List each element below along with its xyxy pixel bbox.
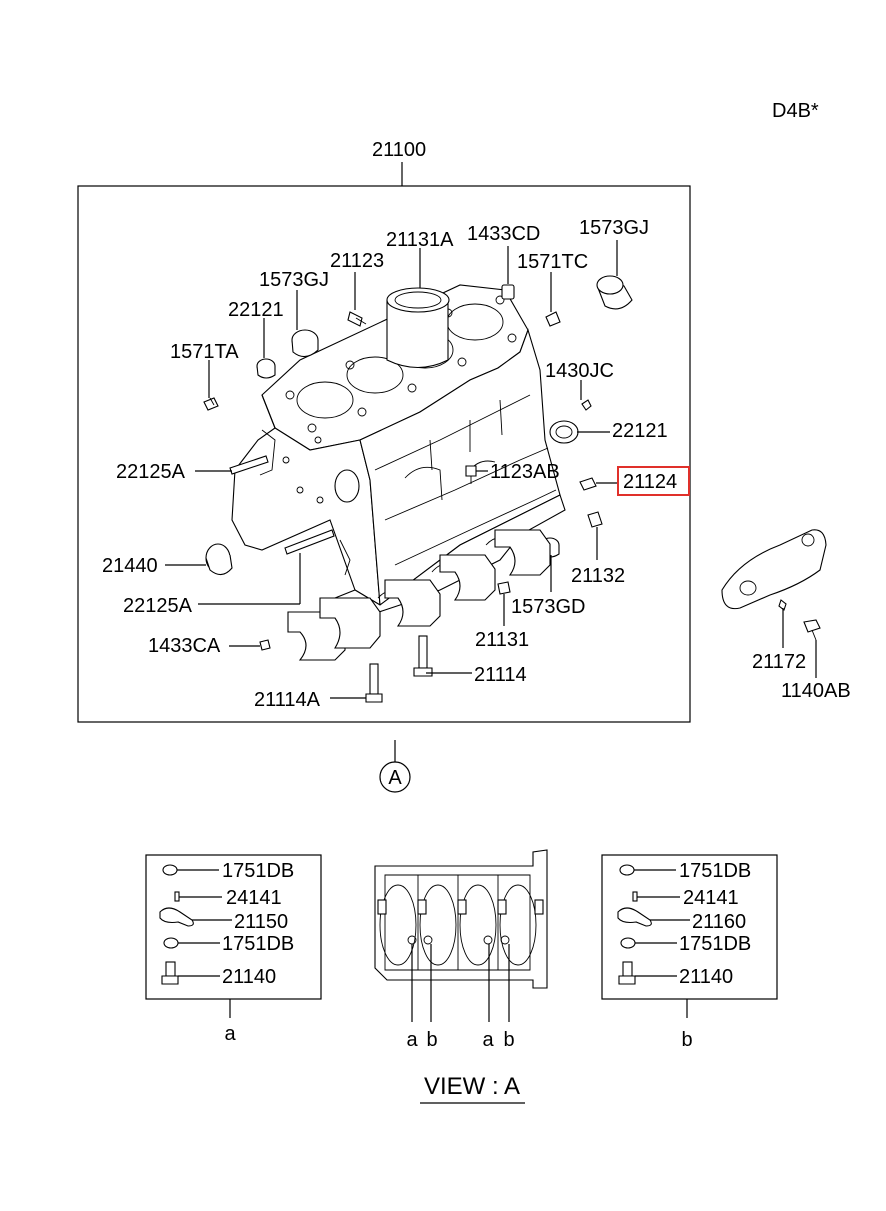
detail-a-item-1[interactable]: 1751DB bbox=[222, 860, 294, 882]
detail-b-item-4[interactable]: 1751DB bbox=[679, 933, 751, 955]
detail-a-caption: a bbox=[224, 1023, 236, 1045]
label-1571TA[interactable]: 1571TA bbox=[170, 341, 239, 363]
small-parts bbox=[203, 275, 827, 703]
detail-b-item-5[interactable]: 21140 bbox=[679, 966, 733, 988]
view-a-marker-2: b bbox=[426, 1029, 437, 1051]
label-1573GJ-left[interactable]: 1573GJ bbox=[259, 269, 329, 291]
label-1140AB[interactable]: 1140AB bbox=[781, 680, 851, 702]
detail-b-caption: b bbox=[681, 1029, 692, 1051]
label-21131[interactable]: 21131 bbox=[475, 629, 529, 651]
label-21132[interactable]: 21132 bbox=[571, 565, 625, 587]
detail-a-item-5[interactable]: 21140 bbox=[222, 966, 276, 988]
label-1573GJ-top[interactable]: 1573GJ bbox=[579, 217, 649, 239]
view-a-marker-1: a bbox=[406, 1029, 418, 1051]
label-21172[interactable]: 21172 bbox=[752, 651, 806, 673]
detail-b-item-2[interactable]: 24141 bbox=[683, 887, 739, 909]
detail-b bbox=[601, 854, 778, 1018]
detail-a-item-2[interactable]: 24141 bbox=[226, 887, 282, 909]
detail-a-item-4[interactable]: 1751DB bbox=[222, 933, 294, 955]
label-1433CA[interactable]: 1433CA bbox=[148, 635, 221, 657]
label-22121-right[interactable]: 22121 bbox=[612, 420, 668, 442]
view-title: VIEW : A bbox=[424, 1073, 520, 1100]
engine-code: D4B* bbox=[772, 100, 819, 122]
highlight-box bbox=[617, 466, 690, 496]
leader-lines bbox=[165, 240, 817, 762]
view-a-drawing bbox=[374, 849, 548, 1022]
label-21440[interactable]: 21440 bbox=[102, 555, 158, 577]
assembly-frame bbox=[77, 185, 691, 723]
detail-a bbox=[145, 854, 322, 1018]
label-1573GD[interactable]: 1573GD bbox=[511, 596, 586, 618]
label-22125A-lower[interactable]: 22125A bbox=[123, 595, 193, 617]
label-1433CD[interactable]: 1433CD bbox=[467, 223, 540, 245]
label-21114[interactable]: 21114 bbox=[474, 664, 527, 686]
label-22125A-upper[interactable]: 22125A bbox=[116, 461, 186, 483]
label-21123[interactable]: 21123 bbox=[330, 250, 384, 272]
view-marker-letter: A bbox=[388, 767, 402, 789]
label-1123AB[interactable]: 1123AB bbox=[490, 461, 560, 483]
label-21124[interactable]: 21124 bbox=[623, 471, 677, 493]
view-a-marker-3: a bbox=[482, 1029, 494, 1051]
assembly-number: 21100 bbox=[372, 139, 426, 161]
label-22121-left[interactable]: 22121 bbox=[228, 299, 284, 321]
detail-b-item-3[interactable]: 21160 bbox=[692, 911, 746, 933]
label-1571TC[interactable]: 1571TC bbox=[517, 251, 588, 273]
detail-b-item-1[interactable]: 1751DB bbox=[679, 860, 751, 882]
label-1430JC[interactable]: 1430JC bbox=[545, 360, 614, 382]
detail-a-item-3[interactable]: 21150 bbox=[234, 911, 288, 933]
view-a-marker-4: b bbox=[503, 1029, 514, 1051]
view-marker-circle[interactable] bbox=[379, 761, 411, 793]
label-21131A[interactable]: 21131A bbox=[386, 229, 454, 251]
label-21114A[interactable]: 21114A bbox=[254, 689, 321, 711]
